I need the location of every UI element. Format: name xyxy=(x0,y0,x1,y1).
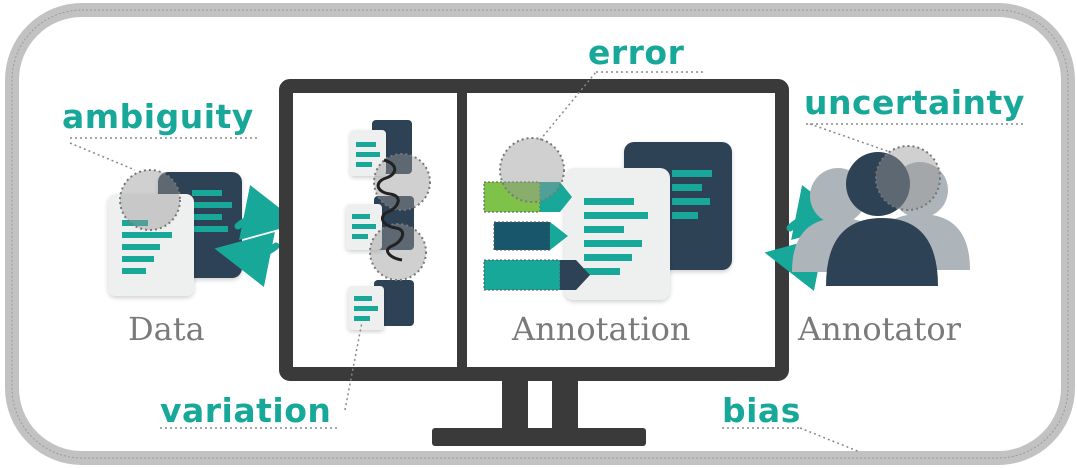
variation-magnifier-icon-bottom xyxy=(369,223,427,281)
annotation-caption: Annotation xyxy=(511,310,691,348)
data-caption: Data xyxy=(128,310,205,348)
error-label: error xyxy=(588,33,685,72)
annotator-caption: Annotator xyxy=(797,310,962,348)
ambiguity-magnifier-icon xyxy=(119,169,181,231)
uncertainty-label: uncertainty xyxy=(804,83,1025,122)
variation-squiggle xyxy=(376,158,405,262)
annotator-person-icon xyxy=(792,152,970,286)
variation-magnifier-icon-top xyxy=(373,153,431,211)
bias-label: bias xyxy=(722,391,801,430)
annotation-documents-icon xyxy=(564,142,732,300)
error-magnifier-icon xyxy=(499,137,565,203)
uncertainty-magnifier-icon xyxy=(875,145,941,211)
annotation-label-bars xyxy=(483,181,590,291)
swap-arrows-icon xyxy=(214,185,300,287)
variation-label: variation xyxy=(160,391,331,430)
ambiguity-label: ambiguity xyxy=(62,97,254,136)
